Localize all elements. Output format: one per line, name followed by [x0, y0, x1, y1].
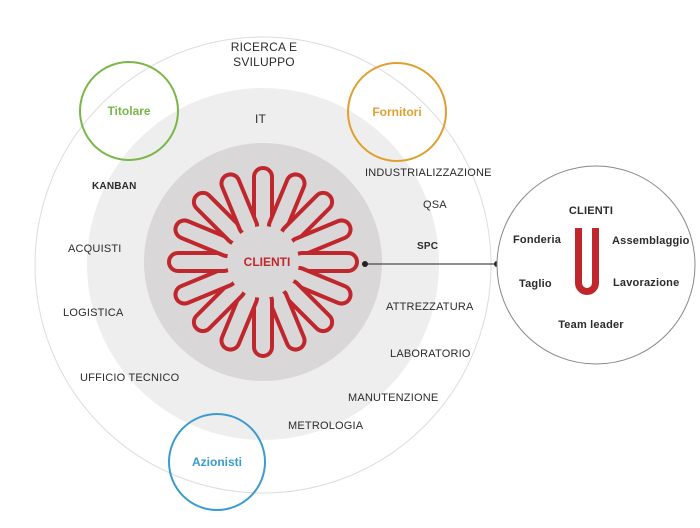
label-ufficio-tecnico: UFFICIO TECNICO — [80, 372, 180, 384]
detail-fonderia: Fonderia — [513, 234, 562, 246]
clienti-flower-icon — [167, 166, 359, 358]
detail-taglio: Taglio — [519, 278, 552, 290]
u-shape-icon — [575, 228, 599, 295]
label-ricerca-sviluppo: RICERCA E SVILUPPO — [230, 40, 298, 69]
label-it: IT — [255, 112, 267, 126]
label-spc: SPC — [417, 241, 439, 252]
detail-team-leader: Team leader — [558, 319, 624, 331]
label-manutenzione: MANUTENZIONE — [348, 392, 439, 404]
label-kanban: KANBAN — [92, 181, 137, 192]
azionisti-circle — [168, 413, 266, 511]
label-qsa: QSA — [423, 199, 447, 211]
center-label: CLIENTI — [243, 255, 291, 269]
label-attrezzatura: ATTREZZATURA — [386, 301, 474, 313]
flower-center — [227, 226, 299, 298]
detail-lavorazione: Lavorazione — [613, 277, 680, 289]
label-industrializzazione: INDUSTRIALIZZAZIONE — [365, 167, 492, 179]
titolare-circle — [79, 61, 179, 161]
azionisti-label: Azionisti — [192, 455, 242, 469]
connector-dot-start — [362, 261, 368, 267]
fornitori-circle — [347, 62, 447, 162]
label-logistica: LOGISTICA — [63, 307, 124, 319]
label-laboratorio: LABORATORIO — [390, 348, 471, 360]
fornitori-label: Fornitori — [372, 105, 422, 119]
titolare-label: Titolare — [107, 104, 151, 118]
detail-assemblaggio: Assemblaggio — [612, 235, 690, 247]
label-metrologia: METROLOGIA — [288, 420, 364, 432]
detail-title: CLIENTI — [568, 205, 614, 217]
label-acquisti: ACQUISTI — [68, 243, 122, 255]
